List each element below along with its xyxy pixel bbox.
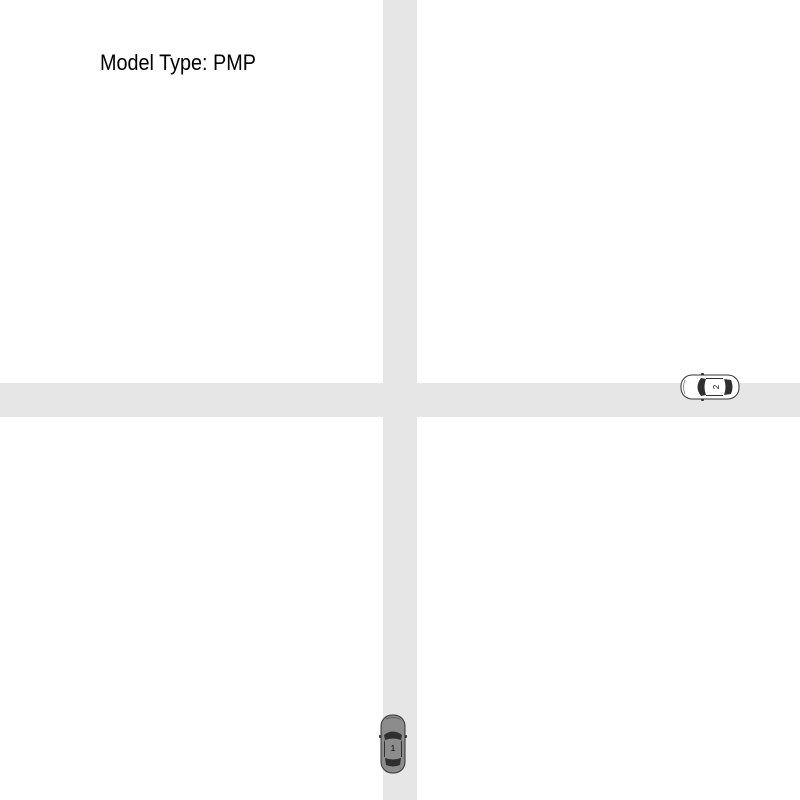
car-1-icon: 1 — [379, 714, 407, 774]
vehicle-2: 2 — [679, 372, 741, 402]
car-2-icon: 2 — [680, 373, 740, 401]
car-2-number: 2 — [712, 384, 721, 389]
model-type-label: Model Type: PMP — [100, 50, 256, 75]
horizontal-road — [0, 383, 800, 417]
vehicle-1: 1 — [378, 713, 408, 775]
car-1-number: 1 — [391, 744, 396, 753]
